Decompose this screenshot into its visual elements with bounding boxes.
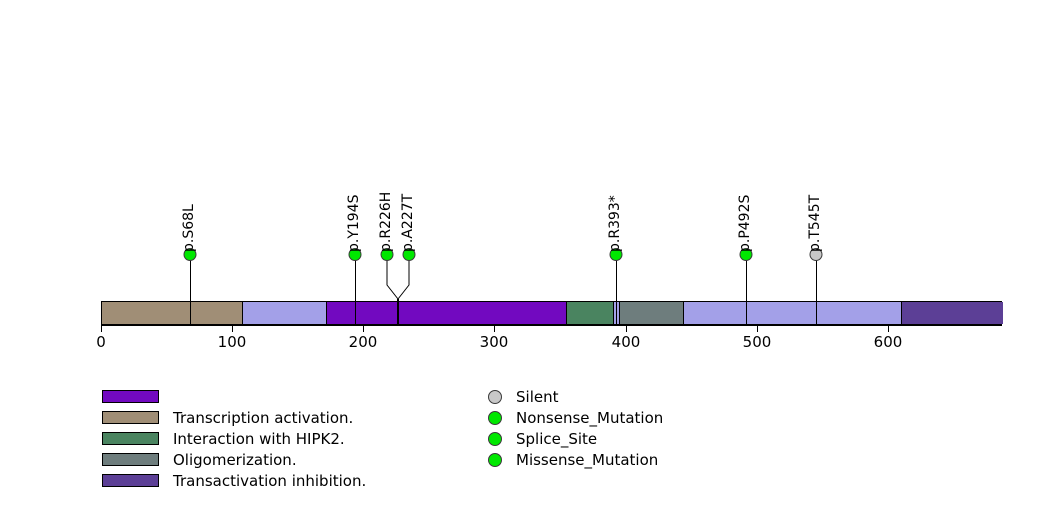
domain-legend-label: Transactivation inhibition. [173, 471, 367, 490]
mutation-branch-connector [386, 259, 410, 300]
domain-legend-label: Transcription activation. [173, 408, 354, 427]
mutation-marker[interactable] [402, 248, 416, 261]
mutation-marker[interactable] [348, 248, 362, 261]
mutation-label: p.R393* [607, 195, 623, 252]
axis-tick [494, 325, 495, 332]
mutation-stem [816, 259, 817, 325]
variant-legend-label: Nonsense_Mutation [516, 408, 664, 427]
variant-legend-row[interactable]: Silent [488, 386, 663, 407]
axis-tick [888, 325, 889, 332]
mutation-label: p.R226H [378, 191, 394, 252]
domain-legend-row[interactable] [102, 386, 366, 407]
mutation-marker[interactable] [380, 248, 394, 261]
axis-tick-label: 300 [479, 333, 509, 351]
domain-legend-swatch [102, 474, 159, 487]
axis-tick-label: 0 [96, 333, 106, 351]
domain-segment [682, 302, 901, 324]
mutation-label: p.P492S [737, 194, 753, 252]
mutation-label: p.A227T [400, 193, 416, 252]
variant-legend-row[interactable]: Missense_Mutation [488, 449, 663, 470]
position-axis-line [101, 325, 1002, 326]
axis-tick [101, 325, 102, 332]
domain-legend-swatch [102, 411, 159, 424]
mutation-stem [355, 259, 356, 325]
axis-tick-label: 400 [611, 333, 641, 351]
domain-legend: Transcription activation. Interaction wit… [102, 386, 366, 491]
domain-legend-label: Interaction with HIPK2. [173, 429, 345, 448]
domain-legend-row[interactable]: Transactivation inhibition. [102, 470, 366, 491]
variant-legend-swatch [488, 431, 502, 446]
mutation-marker[interactable] [809, 248, 823, 261]
domain-legend-row[interactable]: Interaction with HIPK2. [102, 428, 366, 449]
protein-domain-track [101, 301, 1003, 325]
domain-segment [102, 302, 243, 324]
domain-legend-swatch [102, 432, 159, 445]
variant-legend-label: Missense_Mutation [516, 450, 659, 469]
mutation-label: p.T545T [807, 194, 823, 252]
domain-legend-label: Oligomerization. [173, 450, 297, 469]
variant-legend-label: Splice_Site [516, 429, 598, 448]
axis-tick [757, 325, 758, 332]
axis-tick [363, 325, 364, 332]
domain-segment [900, 302, 1003, 324]
mutation-label: p.Y194S [346, 194, 362, 253]
domain-legend-swatch [102, 390, 159, 403]
mutation-marker[interactable] [183, 248, 197, 261]
mutation-stem-merged [397, 299, 399, 325]
axis-tick-label: 500 [742, 333, 772, 351]
domain-segment [566, 302, 614, 324]
mutation-stem [616, 259, 617, 325]
variant-legend-row[interactable]: Nonsense_Mutation [488, 407, 663, 428]
axis-tick-label: 600 [873, 333, 903, 351]
domain-legend-swatch [102, 453, 159, 466]
mutation-marker[interactable] [739, 248, 753, 261]
mutation-marker[interactable] [609, 248, 623, 261]
axis-tick-label: 200 [348, 333, 378, 351]
domain-legend-row[interactable]: Transcription activation. [102, 407, 366, 428]
mutation-label: p.S68L [181, 204, 197, 252]
domain-segment [242, 302, 327, 324]
domain-legend-row[interactable]: Oligomerization. [102, 449, 366, 470]
variant-legend-row[interactable]: Splice_Site [488, 428, 663, 449]
variant-legend-label: Silent [516, 387, 559, 406]
axis-tick [232, 325, 233, 332]
variant-legend-swatch [488, 389, 502, 404]
axis-tick [626, 325, 627, 332]
axis-tick-label: 100 [217, 333, 247, 351]
mutation-stem [746, 259, 747, 325]
domain-segment [326, 302, 567, 324]
mutation-stem [190, 259, 191, 325]
variant-legend-swatch [488, 410, 502, 425]
variant-legend-swatch [488, 452, 502, 467]
domain-segment [618, 302, 683, 324]
